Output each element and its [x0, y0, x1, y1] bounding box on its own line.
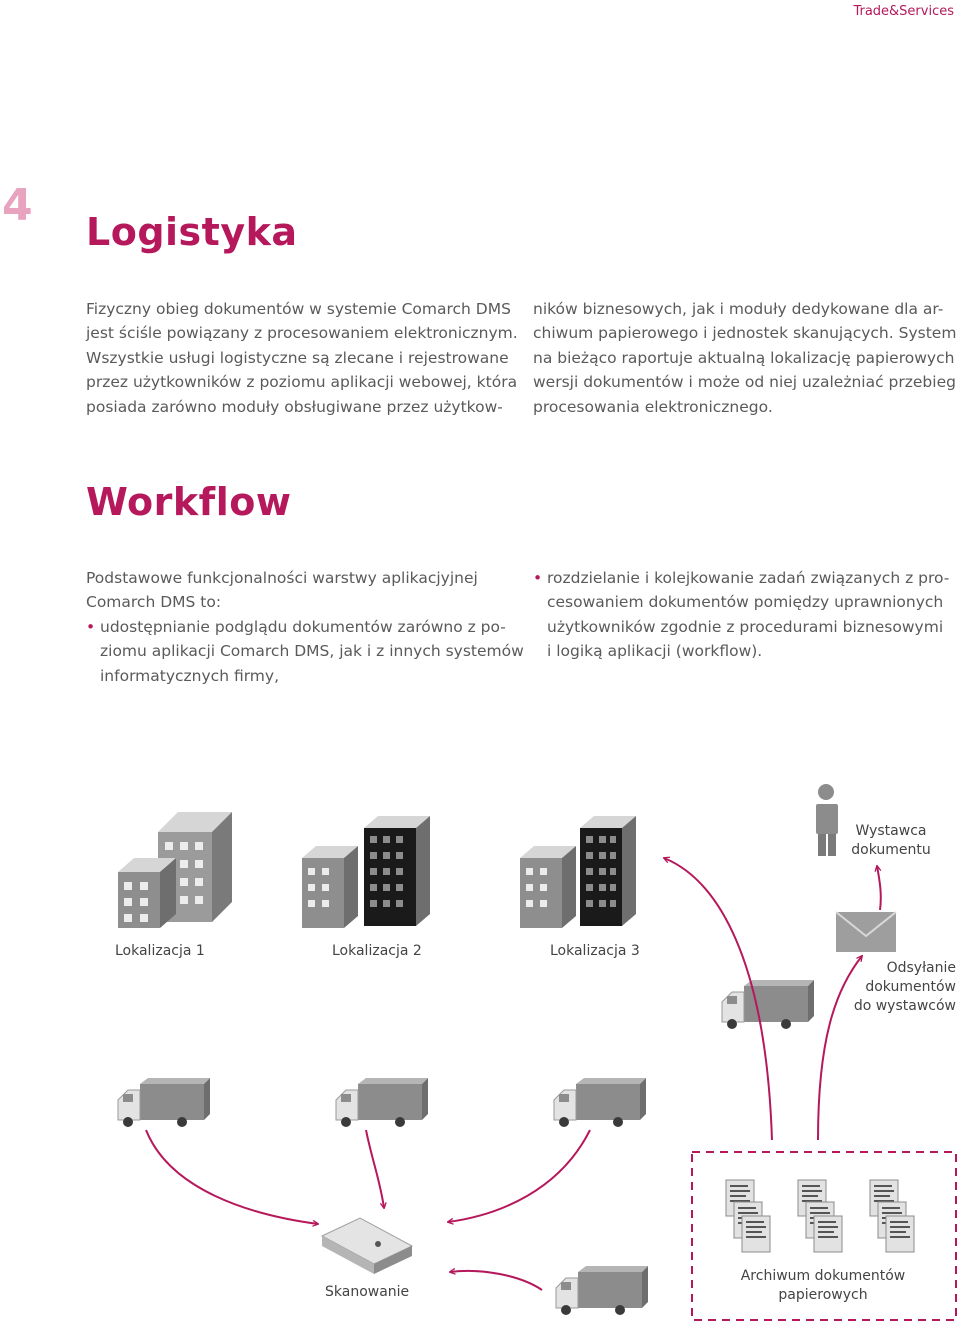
- logistics-title: Logistyka: [86, 210, 298, 254]
- text-line: Wszystkie usługi logistyczne są zlecane …: [86, 348, 509, 367]
- location-2-label: Lokalizacja 2: [332, 943, 422, 959]
- bullet-item-1: •udostępnianie podglądu dokumentów zarów…: [86, 615, 524, 688]
- workflow-column-1: Podstawowe funkcjonalności warstwy aplik…: [86, 566, 524, 688]
- truck-icon: [335, 1077, 429, 1128]
- arrow-location2-to-scanning: [365, 1129, 384, 1208]
- envelope-icon: [835, 911, 897, 952]
- text-line: Odsyłanie: [886, 960, 956, 976]
- text-line: chiwum papierowego i jednostek skanujący…: [533, 324, 957, 343]
- location-1-label: Lokalizacja 1: [115, 943, 205, 959]
- bullet-icon: •: [86, 617, 96, 636]
- arrow-location1-to-scanning: [145, 1129, 318, 1224]
- workflow-column-2: •rozdzielanie i kolejkowanie zadań związ…: [533, 566, 950, 664]
- truck-icon: [117, 1077, 211, 1128]
- chapter-number: 4: [2, 180, 33, 231]
- text-line: cesowaniem dokumentów pomiędzy uprawnion…: [547, 593, 944, 612]
- archive-frame: [691, 1151, 957, 1321]
- text-line: Podstawowe funkcjonalności warstwy aplik…: [86, 569, 478, 587]
- text-line: wersji dokumentów i może od niej uzależn…: [533, 373, 956, 392]
- text-line: dokumentów: [865, 979, 956, 995]
- text-line: Fizyczny obieg dokumentów w systemie Com…: [86, 300, 511, 318]
- sending-label: Odsyłanie dokumentów do wystawców: [836, 959, 956, 1016]
- workflow-title: Workflow: [86, 480, 292, 524]
- text-line: procesowania elektronicznego.: [533, 397, 773, 416]
- text-line: dokumentu: [851, 842, 931, 858]
- bullet-item-2: •rozdzielanie i kolejkowanie zadań związ…: [533, 566, 950, 664]
- logistics-column-2: ników biznesowych, jak i moduły dedykowa…: [533, 297, 956, 419]
- text-line: rozdzielanie i kolejkowanie zadań związa…: [547, 569, 950, 587]
- arrow-location3-to-scanning: [448, 1129, 591, 1222]
- arrow-archive-to-envelope: [817, 956, 862, 1141]
- text-line: informatycznych firmy,: [100, 666, 280, 685]
- header-tag: Trade&Services: [853, 4, 954, 19]
- location-3-label: Lokalizacja 3: [550, 943, 640, 959]
- location-2-buildings: [302, 816, 430, 928]
- truck-icon: [555, 1265, 649, 1316]
- document-stack-icon: [726, 1180, 770, 1252]
- document-stack-icon: [798, 1180, 842, 1252]
- arrow-archive-to-scanning: [450, 1271, 543, 1291]
- text-line: Wystawca: [855, 823, 927, 839]
- truck-icon: [721, 979, 815, 1030]
- location-3-buildings: [520, 816, 636, 928]
- scanning-label: Skanowanie: [325, 1284, 410, 1300]
- text-line: Comarch DMS to:: [86, 593, 222, 612]
- text-line: posiada zarówno moduły obsługiwane przez…: [86, 397, 503, 416]
- arrow-to-issuer: [877, 866, 882, 911]
- issuer-label: Wystawca dokumentu: [846, 822, 936, 860]
- bullet-icon: •: [533, 569, 543, 587]
- text-line: i logiką aplikacji (workflow).: [547, 642, 763, 661]
- truck-icon: [553, 1077, 647, 1128]
- text-line: użytkowników zgodnie z procedurami bizne…: [547, 617, 944, 636]
- location-1-buildings: [118, 812, 232, 928]
- text-line: przez użytkowników z poziomu aplikacji w…: [86, 373, 518, 392]
- text-line: papierowych: [778, 1287, 868, 1303]
- text-line: do wystawców: [853, 998, 956, 1014]
- person-icon: [816, 784, 838, 856]
- logistics-column-1: Fizyczny obieg dokumentów w systemie Com…: [86, 297, 518, 419]
- text-line: Archiwum dokumentów: [740, 1268, 906, 1284]
- text-line: udostępnianie podglądu dokumentów zarówn…: [100, 617, 506, 636]
- arrow-issuer-to-archive: [664, 858, 773, 1141]
- text-line: jest ściśle powiązany z procesowaniem el…: [86, 324, 518, 343]
- text-line: ziomu aplikacji Comarch DMS, jak i z inn…: [100, 642, 524, 661]
- text-line: na bieżąco raportuje aktualną lokalizacj…: [533, 348, 955, 367]
- scanner-icon: [320, 1217, 414, 1274]
- archive-label: Archiwum dokumentów papierowych: [730, 1267, 916, 1305]
- document-stack-icon: [870, 1180, 914, 1252]
- text-line: ników biznesowych, jak i moduły dedykowa…: [533, 300, 944, 318]
